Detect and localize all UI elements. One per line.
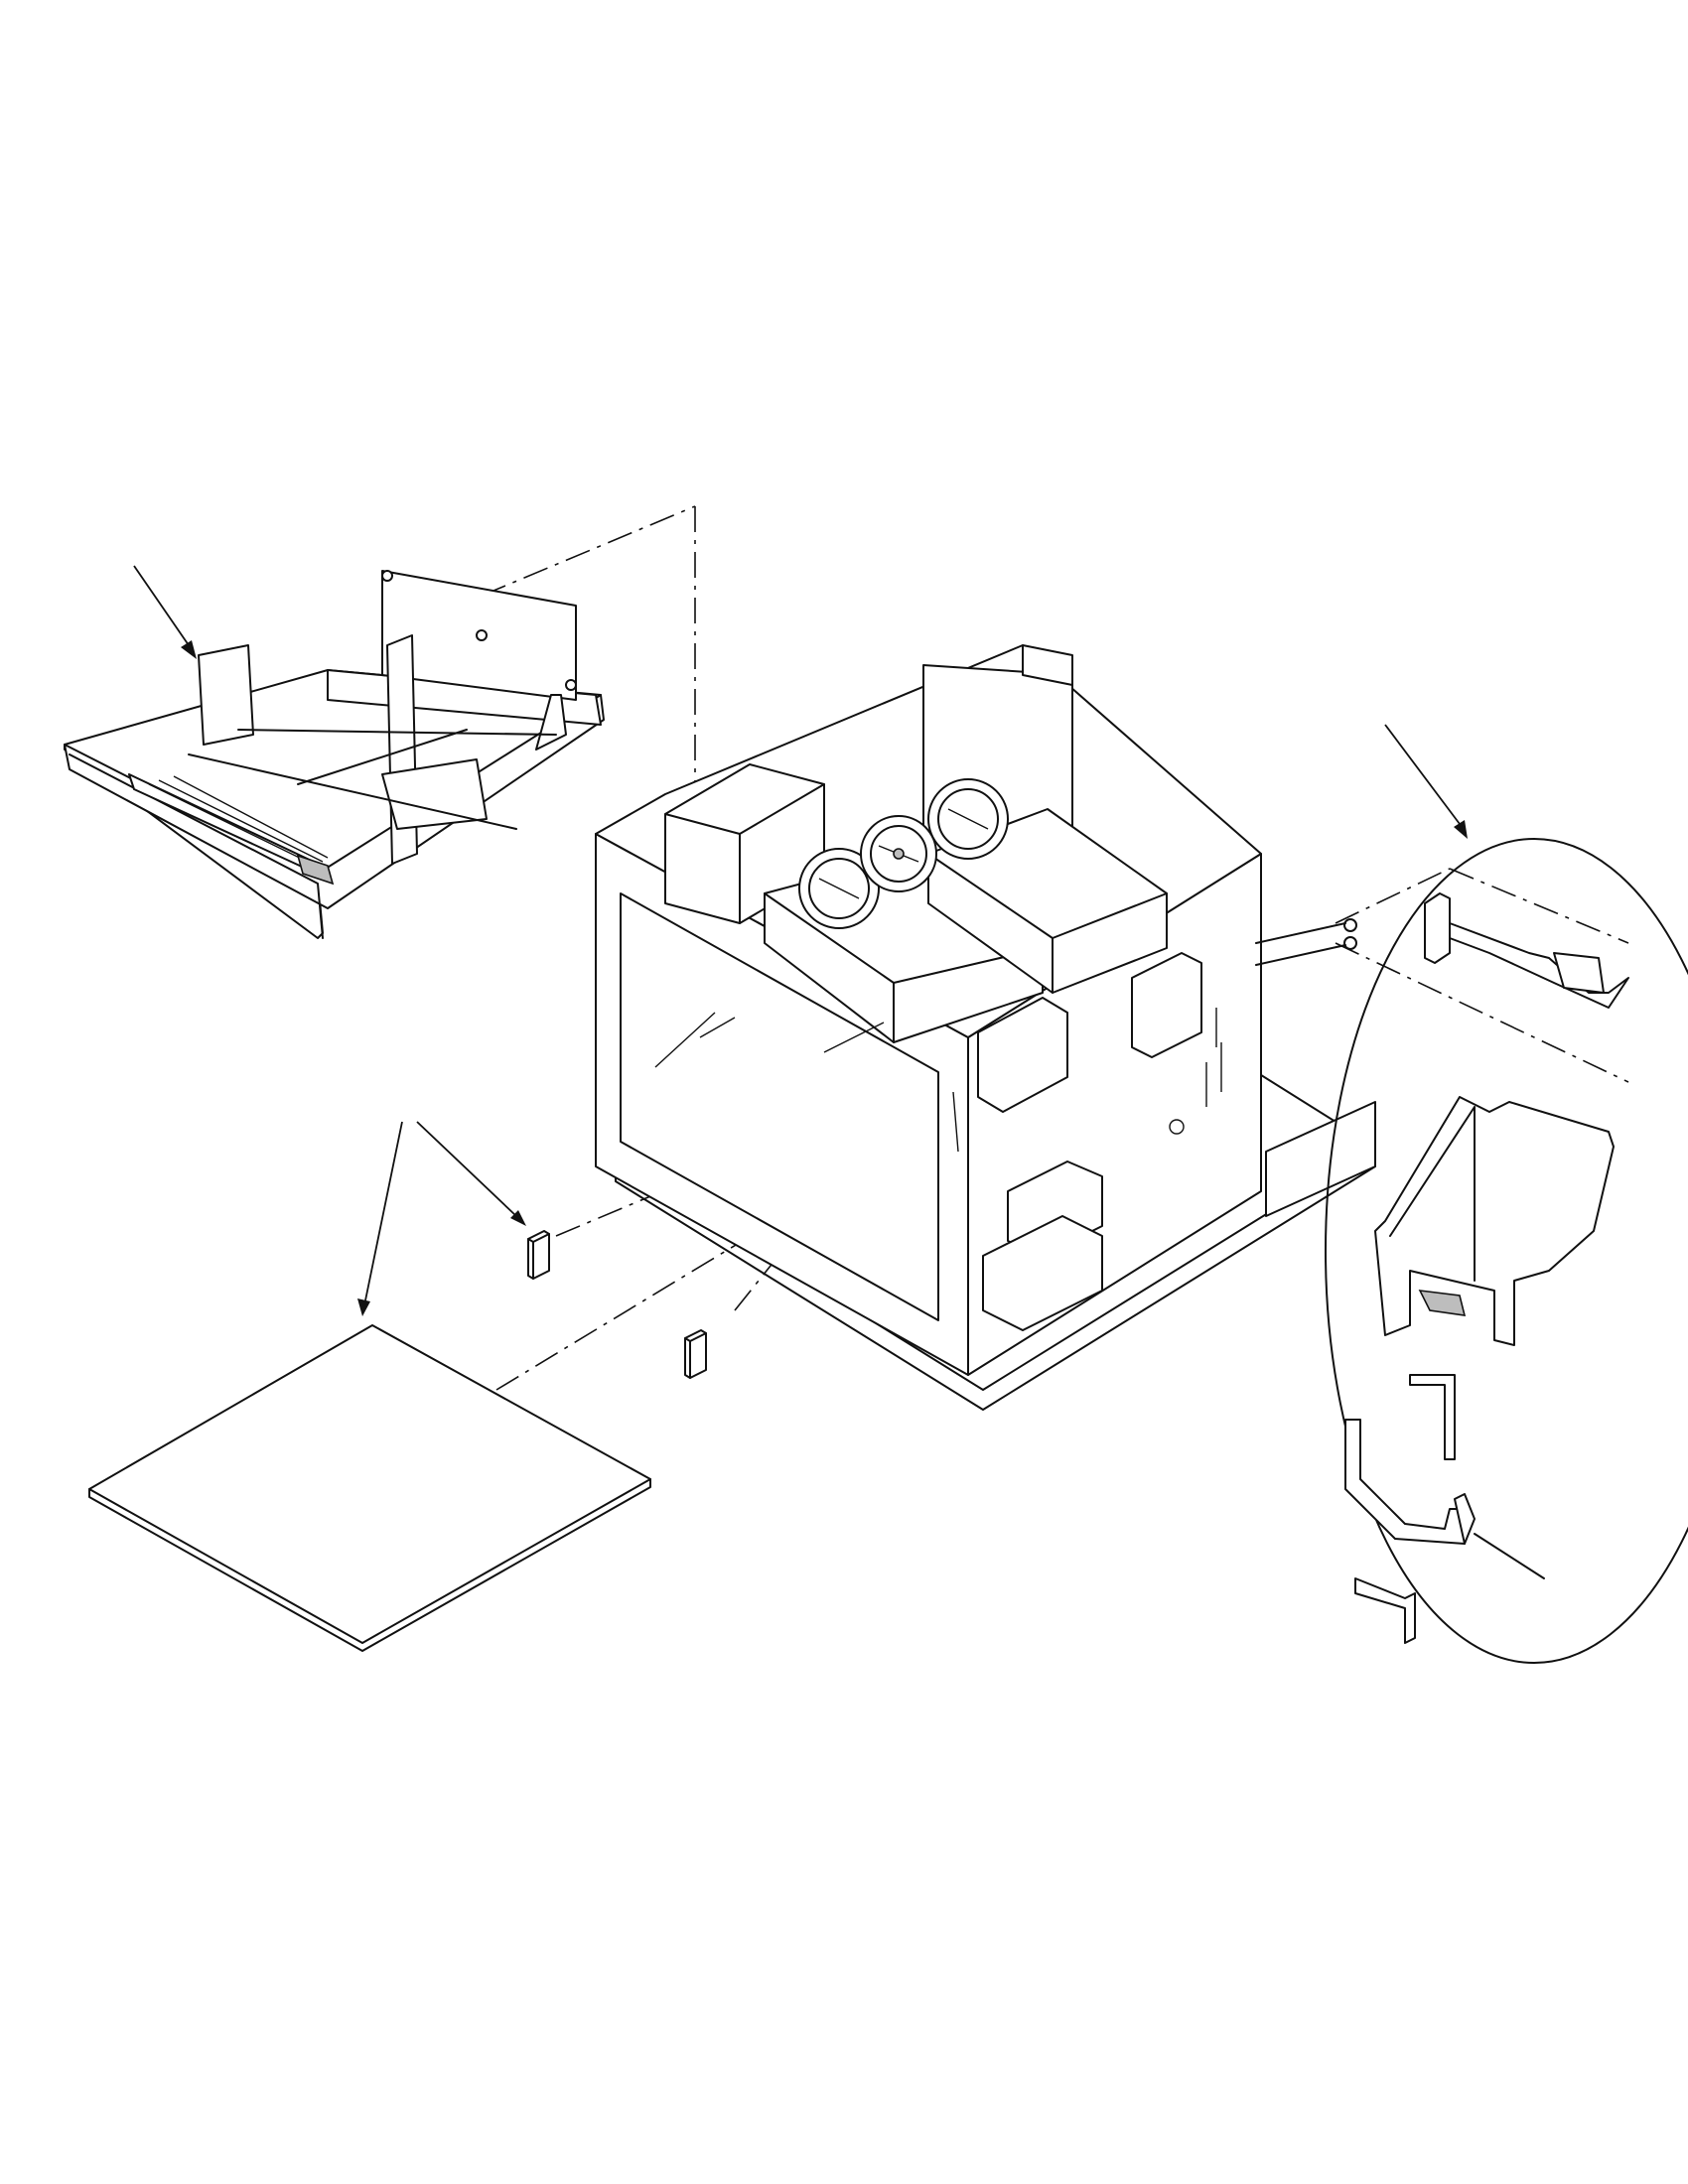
bottom-panel-part (88, 1324, 651, 1652)
foot-pad-lower (684, 1329, 707, 1379)
callout-3 (1384, 724, 1468, 839)
chassis-frame (595, 644, 1376, 1411)
side-bracket-group (1325, 838, 1688, 1664)
callout-1 (133, 565, 197, 659)
gear-group (798, 778, 1009, 929)
callout-2 (357, 1121, 526, 1316)
foot-pad-upper (527, 1230, 550, 1280)
top-tray-part (64, 570, 605, 939)
